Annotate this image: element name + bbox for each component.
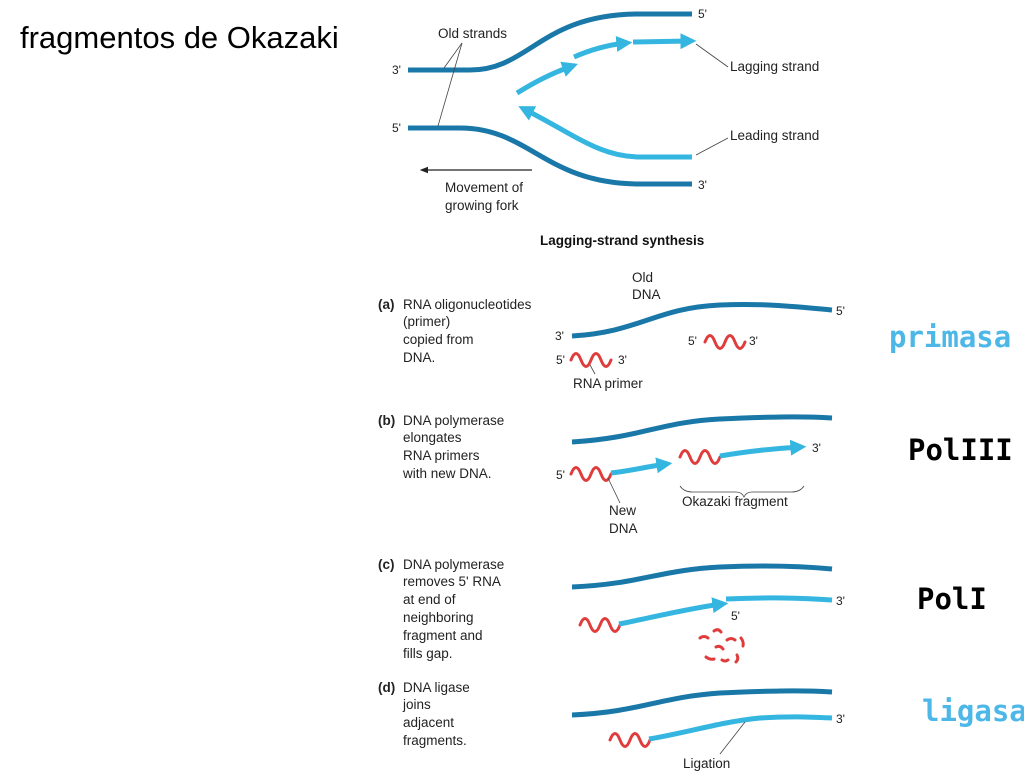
label-old-strands: Old strands: [438, 26, 507, 41]
leading-strand: [518, 106, 692, 160]
step-a-primer-1: [569, 352, 613, 368]
step-c-line-1: DNA polymerase: [403, 557, 504, 572]
step-c-new-dna: [618, 597, 729, 627]
step-a-primer-2: [703, 334, 747, 350]
lagging-fragment-2: [572, 35, 633, 60]
step-b-okazaki-fragment: [719, 439, 807, 459]
step-d-line-3: adjacent: [403, 715, 454, 730]
fork-end-3-top: 3': [392, 63, 401, 77]
step-c: (c) DNA polymerase removes 5' RNA at end…: [378, 557, 845, 664]
label-old-dna-2: DNA: [632, 287, 661, 302]
step-d-primer: [608, 732, 652, 748]
step-d-line-4: fragments.: [403, 733, 467, 748]
svg-text:5': 5': [731, 609, 740, 623]
step-b-line-3: RNA primers: [403, 448, 480, 463]
old-strand-top: [408, 11, 692, 73]
svg-text:5': 5': [836, 304, 845, 318]
svg-text:5': 5': [556, 353, 565, 367]
step-b-line-4: with new DNA.: [402, 466, 492, 481]
old-strand-bottom: [408, 125, 692, 187]
step-a: (a) RNA oligonucleotides (primer) copied…: [378, 270, 845, 391]
enzyme-label-poliii: PolIII: [908, 433, 1013, 467]
label-movement-2: growing fork: [445, 198, 519, 213]
lagging-fragment-3: [632, 33, 697, 50]
svg-text:3': 3': [555, 329, 564, 343]
step-a-line-1: RNA oligonucleotides: [403, 297, 532, 312]
label-leading-strand: Leading strand: [730, 128, 819, 143]
step-b-primer-2: [678, 449, 722, 465]
svg-text:3': 3': [749, 334, 758, 348]
step-a-line-4: DNA.: [403, 350, 435, 365]
label-lagging-strand: Lagging strand: [730, 59, 819, 74]
step-d-template: [571, 688, 833, 718]
fork-end-5-right: 5': [698, 7, 707, 21]
step-b-new-dna-1: [610, 457, 673, 476]
enzyme-label-ligasa: ligasa: [922, 694, 1024, 728]
step-c-letter: (c): [378, 557, 395, 572]
label-rna-primer: RNA primer: [573, 376, 643, 391]
svg-text:3': 3': [618, 353, 627, 367]
fork-end-3-right: 3': [698, 178, 707, 192]
step-c-line-6: fills gap.: [403, 646, 453, 661]
step-b-template: [571, 414, 833, 445]
enzyme-label-poli: PolI: [917, 582, 987, 616]
svg-text:3': 3': [812, 441, 821, 455]
step-c-line-5: fragment and: [403, 628, 483, 643]
label-new-dna-1: New: [609, 503, 636, 518]
step-d-line-1: DNA ligase: [403, 680, 470, 695]
removed-rna-fragments: [698, 628, 745, 664]
label-movement-1: Movement of: [445, 180, 523, 195]
replication-fork: 3' 5' 5' 3' Old strands Lagging strand L…: [392, 7, 819, 213]
svg-text:3': 3': [836, 594, 845, 608]
step-d-joined-dna: [648, 714, 833, 742]
step-d: (d) DNA ligase joins adjacent fragments.…: [378, 680, 845, 771]
label-okazaki-fragment: Okazaki fragment: [682, 494, 788, 509]
step-c-primer: [578, 617, 622, 633]
svg-text:3': 3': [836, 712, 845, 726]
fork-end-5-bottom: 5': [392, 121, 401, 135]
step-b-primer-1: [569, 466, 613, 482]
step-c-line-4: neighboring: [403, 610, 474, 625]
step-b-line-1: DNA polymerase: [403, 413, 504, 428]
step-a-line-3: copied from: [403, 332, 474, 347]
label-ligation: Ligation: [683, 756, 730, 771]
step-d-line-2: joins: [402, 697, 431, 712]
step-a-line-2: (primer): [403, 314, 450, 329]
enzyme-label-primasa: primasa: [889, 320, 1012, 354]
step-b-line-2: elongates: [403, 430, 462, 445]
step-c-line-2: removes 5' RNA: [403, 574, 501, 589]
lagging-fragment-1: [515, 61, 579, 96]
label-old-dna-1: Old: [632, 270, 653, 285]
label-new-dna-2: DNA: [609, 521, 638, 536]
step-c-okazaki-fragment: [725, 595, 833, 603]
step-c-line-3: at end of: [403, 592, 456, 607]
step-c-template: [571, 563, 833, 590]
step-d-letter: (d): [378, 680, 395, 695]
step-a-letter: (a): [378, 297, 395, 312]
slide-title: fragmentos de Okazaki: [20, 20, 339, 55]
synthesis-heading: Lagging-strand synthesis: [540, 233, 704, 248]
svg-text:5': 5': [688, 334, 697, 348]
svg-text:5': 5': [556, 468, 565, 482]
step-a-template: [571, 301, 833, 339]
step-b: (b) DNA polymerase elongates RNA primers…: [378, 413, 833, 536]
step-b-letter: (b): [378, 413, 395, 428]
